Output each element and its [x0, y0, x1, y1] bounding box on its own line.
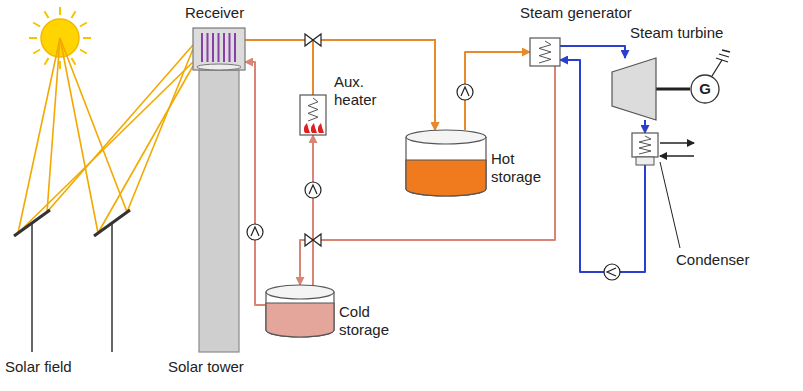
pipe-connector	[300, 66, 555, 285]
generator-letter: G	[690, 74, 720, 104]
pump-symbol	[305, 182, 321, 198]
component-outline	[405, 130, 487, 196]
leader-line	[660, 162, 680, 248]
aux-heater-box: Aux. heater	[300, 95, 326, 135]
component-label: Receiver	[185, 4, 244, 22]
shaft-line	[656, 88, 690, 91]
pipe-connector	[245, 62, 265, 305]
valve-symbol	[305, 234, 321, 246]
part-label: Solar tower	[168, 358, 244, 376]
valve-symbol	[305, 34, 321, 46]
component-outline	[265, 285, 335, 337]
component-label: Steam generator	[520, 4, 632, 22]
component-label: Steam turbine	[630, 24, 723, 42]
component-outline	[632, 133, 658, 165]
pump-symbol	[604, 264, 620, 280]
solar-tower	[199, 70, 239, 352]
part-label: Solar field	[5, 358, 72, 376]
component-outline	[612, 58, 656, 120]
pipe-connector	[560, 46, 625, 58]
component-outline	[300, 95, 326, 135]
pipe-connector	[313, 40, 435, 130]
earth-symbol	[712, 50, 730, 76]
component-label: Condenser	[676, 251, 749, 269]
component-outline	[530, 38, 560, 66]
generator-symbol: G	[690, 74, 720, 104]
pipe-connector	[245, 40, 435, 130]
steam-turbine: Steam turbine	[612, 58, 656, 120]
pipe-connector	[312, 135, 314, 285]
component-outline	[193, 28, 245, 70]
pipe-connector	[465, 52, 530, 130]
pipe-connector	[644, 120, 646, 133]
steam-generator-box: Steam generator	[530, 38, 560, 66]
component-label: Hot storage	[491, 150, 551, 186]
pump-symbol	[457, 84, 473, 100]
condenser-box: Condenser	[632, 133, 658, 165]
cooling-water	[660, 143, 694, 156]
heliostats	[14, 210, 130, 352]
receiver-box: Receiver	[193, 28, 245, 70]
hot-storage-tank: Hot storage	[405, 130, 487, 196]
sun-beams	[18, 38, 193, 233]
component-label: Cold storage	[339, 303, 401, 339]
component-label: Aux. heater	[334, 73, 392, 109]
cold-storage-tank: Cold storage	[265, 285, 335, 337]
pump-symbol	[247, 224, 263, 240]
